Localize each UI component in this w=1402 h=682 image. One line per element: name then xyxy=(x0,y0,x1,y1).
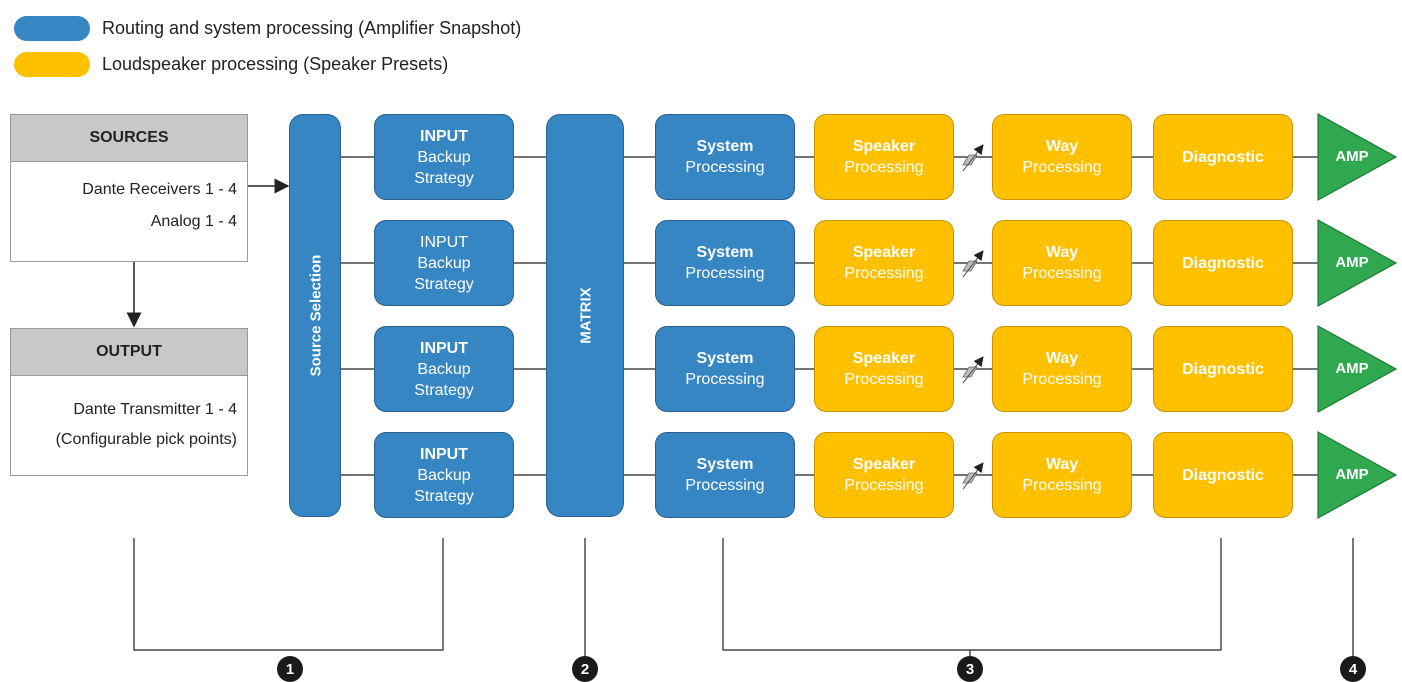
speaker-sub: Processing xyxy=(844,265,924,282)
speaker-sub: Processing xyxy=(844,159,924,176)
speaker-sub: Processing xyxy=(844,477,924,494)
way-sub: Processing xyxy=(1022,159,1102,176)
speaker-sub: Processing xyxy=(844,371,924,388)
speaker-title: Speaker xyxy=(852,456,916,473)
input-line1: Backup xyxy=(417,254,471,272)
system-title: System xyxy=(696,138,754,155)
output-title: OUTPUT xyxy=(11,329,247,376)
input-line2: Strategy xyxy=(414,275,474,293)
marker-2: 2 xyxy=(572,656,598,682)
way-sub: Processing xyxy=(1022,371,1102,388)
source-selection-label: Source Selection xyxy=(307,254,325,377)
amp-triangle xyxy=(1317,218,1398,308)
output-pick-points: (Configurable pick points) xyxy=(55,431,237,448)
way-title: Way xyxy=(1045,138,1079,155)
matrix-bar: MATRIX xyxy=(546,114,624,517)
input-line2: Strategy xyxy=(414,169,474,187)
system-title: System xyxy=(696,244,754,261)
legend-label-routing: Routing and system processing (Amplifier… xyxy=(102,18,522,38)
diagnostic-block: Diagnostic xyxy=(1153,326,1293,412)
matrix-label: MATRIX xyxy=(577,287,595,344)
diagnostic-label: Diagnostic xyxy=(1182,466,1264,484)
amp-label: AMP xyxy=(1335,360,1369,377)
amp-label: AMP xyxy=(1335,254,1369,271)
sources-title: SOURCES xyxy=(11,115,247,162)
sources-panel: SOURCES Dante Receivers 1 - 4 Analog 1 -… xyxy=(10,114,248,262)
input-line1: Backup xyxy=(417,466,471,484)
amp-triangle xyxy=(1317,430,1398,520)
diagnostic-block: Diagnostic xyxy=(1153,220,1293,306)
input-line1: Backup xyxy=(417,360,471,378)
amp-triangle xyxy=(1317,112,1398,202)
system-title: System xyxy=(696,456,754,473)
marker-3: 3 xyxy=(957,656,983,682)
amp-label: AMP xyxy=(1335,148,1369,165)
diagnostic-label: Diagnostic xyxy=(1182,254,1264,272)
sources-analog: Analog 1 - 4 xyxy=(150,213,237,230)
input-title: INPUT xyxy=(420,339,468,357)
input-title: INPUT xyxy=(420,445,468,463)
legend-swatch-blue xyxy=(14,16,90,41)
diagnostic-label: Diagnostic xyxy=(1182,148,1264,166)
way-title: Way xyxy=(1045,244,1079,261)
way-title: Way xyxy=(1045,350,1079,367)
legend-label-loudspeaker: Loudspeaker processing (Speaker Presets) xyxy=(102,54,449,74)
system-sub: Processing xyxy=(685,159,765,176)
diagnostic-block: Diagnostic xyxy=(1153,114,1293,200)
legend-swatch-yellow xyxy=(14,52,90,77)
way-sub: Processing xyxy=(1022,477,1102,494)
system-title: System xyxy=(696,350,754,367)
output-panel: OUTPUT Dante Transmitter 1 - 4 (Configur… xyxy=(10,328,248,476)
diagnostic-label: Diagnostic xyxy=(1182,360,1264,378)
input-title: INPUT xyxy=(420,233,468,251)
speaker-title: Speaker xyxy=(852,244,916,261)
input-line1: Backup xyxy=(417,148,471,166)
way-title: Way xyxy=(1045,456,1079,473)
sources-dante-receivers: Dante Receivers 1 - 4 xyxy=(82,181,237,198)
crossover-icon xyxy=(962,356,984,384)
speaker-title: Speaker xyxy=(852,138,916,155)
input-line2: Strategy xyxy=(414,381,474,399)
input-title: INPUT xyxy=(420,127,468,145)
way-sub: Processing xyxy=(1022,265,1102,282)
source-selection-bar: Source Selection xyxy=(289,114,341,517)
marker-1: 1 xyxy=(277,656,303,682)
crossover-icon xyxy=(962,144,984,172)
output-dante-transmitter: Dante Transmitter 1 - 4 xyxy=(73,401,237,418)
marker-4: 4 xyxy=(1340,656,1366,682)
system-sub: Processing xyxy=(685,371,765,388)
system-sub: Processing xyxy=(685,477,765,494)
crossover-icon xyxy=(962,462,984,490)
system-sub: Processing xyxy=(685,265,765,282)
speaker-title: Speaker xyxy=(852,350,916,367)
amp-label: AMP xyxy=(1335,466,1369,483)
amp-triangle xyxy=(1317,324,1398,414)
diagnostic-block: Diagnostic xyxy=(1153,432,1293,518)
crossover-icon xyxy=(962,250,984,278)
input-line2: Strategy xyxy=(414,487,474,505)
